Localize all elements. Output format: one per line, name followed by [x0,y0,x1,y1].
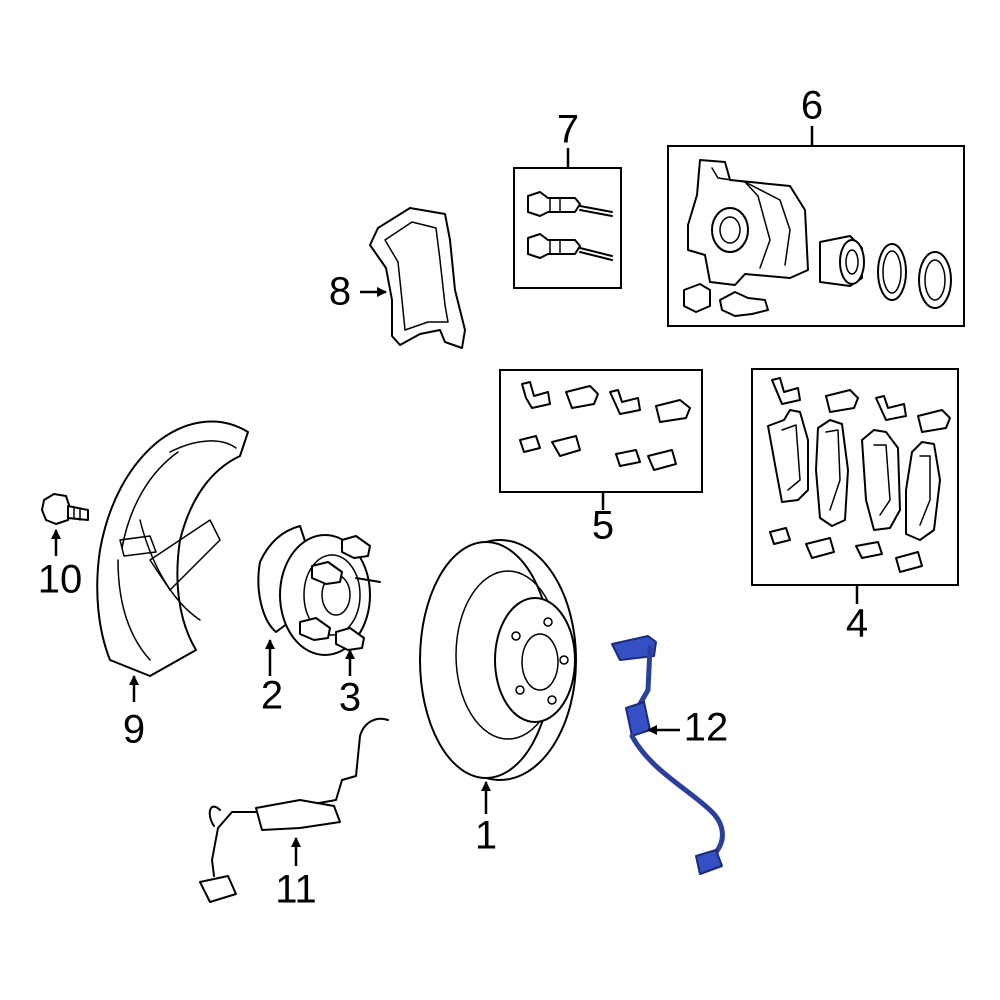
part-3-wheel-studs[interactable] [299,535,381,651]
callout-10[interactable]: 10 [38,558,83,602]
callout-11[interactable]: 11 [275,868,317,912]
callout-6[interactable]: 6 [801,84,823,128]
part-6-caliper-kit[interactable] [667,145,965,327]
part-4-brake-pad-kit[interactable] [751,368,959,586]
part-9-dust-shield[interactable] [96,420,249,677]
callout-12[interactable]: 12 [684,706,729,750]
part-10-bolt[interactable] [41,493,89,525]
callout-7[interactable]: 7 [557,108,579,152]
callout-9[interactable]: 9 [123,708,145,752]
part-5-hardware-kit[interactable] [499,369,703,493]
callout-1[interactable]: 1 [475,814,497,858]
part-7-guide-pin-kit[interactable] [513,167,622,289]
part-1-rotor[interactable] [419,539,577,781]
callout-3[interactable]: 3 [339,676,361,720]
callout-2[interactable]: 2 [261,674,283,718]
callout-4[interactable]: 4 [846,602,868,646]
callout-5[interactable]: 5 [592,504,614,548]
part-11-wheel-speed-sensor[interactable] [199,717,389,903]
callout-8[interactable]: 8 [329,270,351,314]
part-8-caliper-bracket[interactable] [369,207,466,349]
part-12-brake-wear-sensor[interactable] [611,635,725,875]
